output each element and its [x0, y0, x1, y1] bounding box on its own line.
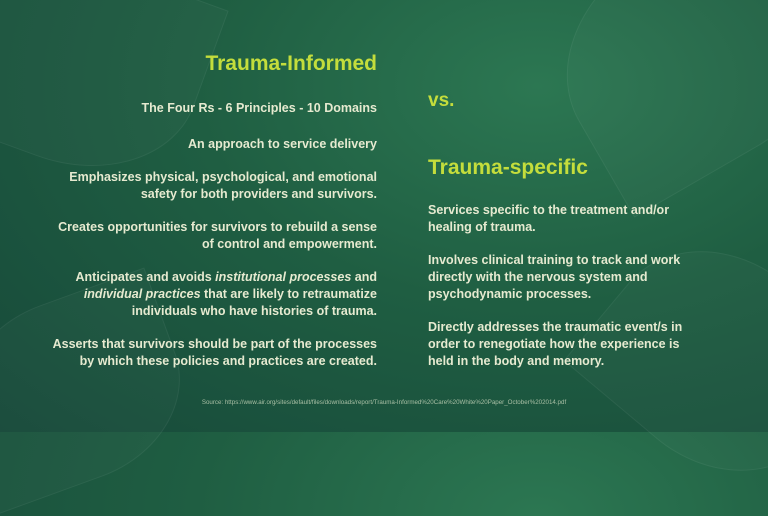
line: Creates opportunities for survivors to r… [58, 220, 377, 234]
line: by which these policies and practices ar… [79, 354, 377, 368]
informed-point-1: An approach to service delivery [188, 137, 377, 151]
four-rs-subtitle: The Four Rs - 6 Principles - 10 Domains [141, 101, 377, 115]
source-citation: Source: https://www.air.org/sites/defaul… [201, 399, 567, 406]
text: that are likely to retraumatize [200, 287, 377, 301]
trauma-specific-title: Trauma-specific [428, 156, 588, 179]
line: Emphasizes physical, psychological, and … [69, 170, 377, 184]
emphasis: institutional processes [215, 270, 352, 284]
informed-point-5: Asserts that survivors should be part of… [53, 336, 377, 370]
text: Anticipates and avoids [75, 270, 216, 284]
specific-point-1: Services specific to the treatment and/o… [428, 203, 670, 234]
background-leaf [523, 0, 768, 218]
vs-label: vs. [428, 90, 455, 111]
informed-point-3: Creates opportunities for survivors to r… [58, 219, 377, 253]
line: Asserts that survivors should be part of… [52, 337, 377, 351]
text: and [351, 270, 377, 284]
specific-point-2: Involves clinical training to track and … [428, 253, 681, 301]
line: individuals who have histories of trauma… [131, 304, 377, 318]
informed-point-2: Emphasizes physical, psychological, and … [69, 169, 377, 203]
emphasis: individual practices [83, 287, 201, 301]
line: of control and empowerment. [201, 237, 377, 251]
informed-point-4: Anticipates and avoids institutional pro… [76, 269, 377, 320]
trauma-informed-title: Trauma-Informed [205, 52, 377, 75]
line: safety for both providers and survivors. [140, 187, 377, 201]
specific-point-3: Directly addresses the traumatic event/s… [428, 320, 683, 368]
